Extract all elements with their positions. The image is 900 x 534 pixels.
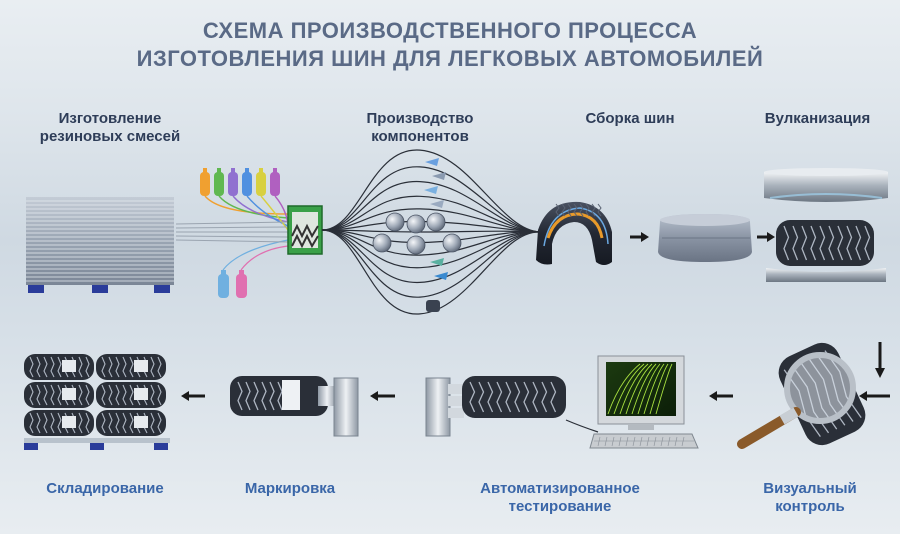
bottle-icon (242, 172, 252, 196)
stored-tire-icon (96, 382, 166, 408)
stage-label-visual-control: Визуальный контроль (763, 480, 857, 515)
small-bottles-icon (175, 221, 289, 298)
stored-tire-icon (96, 410, 166, 436)
warehouse-pallet (24, 438, 170, 450)
stored-tire-icon (24, 410, 94, 436)
component-bundle-icon (372, 212, 462, 255)
component-ball (406, 235, 426, 255)
test-machine-icon (425, 376, 599, 437)
bottle-icon (270, 172, 280, 196)
stage-label-marking: Маркировка (244, 480, 336, 497)
computer-monitor-icon (597, 355, 685, 430)
keyboard-icon (589, 433, 699, 449)
arrow-right-icon (630, 232, 649, 242)
arrow-left-icon (181, 391, 205, 401)
title-line-2: ИЗГОТОВЛЕНИЯ ШИН ДЛЯ ЛЕГКОВЫХ АВТОМОБИЛЕ… (136, 46, 764, 71)
stored-tire-icon (24, 354, 94, 380)
green-tire-icon (658, 214, 752, 262)
chemical-bottles-icon (200, 168, 289, 235)
bottle-icon (236, 274, 247, 298)
stage-label-vulcanization: Вулканизация (764, 110, 871, 127)
marking-machine-icon (230, 376, 359, 437)
component-ball (406, 214, 426, 234)
stage-label-rubber-mixes: Изготовление резиновых смесей (39, 110, 181, 145)
bottle-icon (200, 172, 210, 196)
tire-tread-icon (776, 220, 874, 266)
arrow-left-icon (709, 391, 733, 401)
stored-tire-icon (96, 354, 166, 380)
bottle-icon (214, 172, 224, 196)
arrow-left-icon (370, 391, 395, 401)
stored-tire-icon (24, 382, 94, 408)
stage-label-testing: Автоматизированное тестирование (480, 480, 640, 515)
stage-label-components: Производство компонентов (366, 110, 474, 145)
component-drum (426, 300, 440, 312)
arrow-corner-icon (859, 342, 890, 401)
tire-warehouse-icon (24, 354, 166, 436)
component-ball (385, 212, 405, 232)
arrow-right-icon (757, 232, 775, 242)
tire-cross-section-icon (536, 201, 612, 265)
bottle-icon (228, 172, 238, 196)
bottle-icon (256, 172, 266, 196)
magnifier-icon (737, 352, 856, 449)
bottle-icon (218, 274, 229, 298)
title-line-1: СХЕМА ПРОИЗВОДСТВЕННОГО ПРОЦЕССА (202, 18, 698, 43)
component-ball (442, 233, 462, 253)
component-ball (426, 212, 446, 232)
stage-label-storage: Складирование (46, 480, 164, 497)
mixer-icon (287, 205, 323, 255)
component-lines (321, 149, 541, 315)
component-ball (372, 233, 392, 253)
rubber-stack-icon (26, 197, 174, 293)
component-tags (424, 158, 448, 312)
vulcanizing-press-icon (764, 168, 888, 282)
stage-label-assembly: Сборка шин (585, 110, 675, 127)
